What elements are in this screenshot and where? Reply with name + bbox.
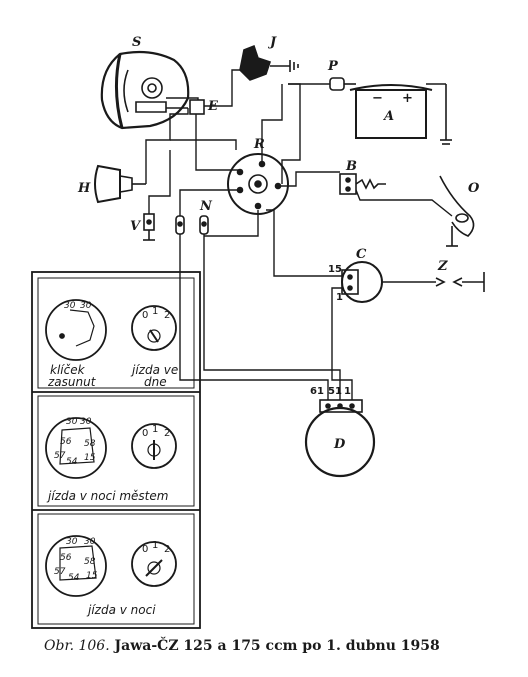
ignition-switch (227, 153, 289, 215)
p3-dial-58: 58 (84, 557, 96, 567)
p1-switch-2: 2 (164, 310, 170, 321)
figure-caption: Obr. 106. Jawa-ČZ 125 a 175 ccm po 1. du… (44, 638, 504, 654)
p2-switch-2: 2 (164, 428, 170, 439)
switch-panels (31, 271, 201, 629)
brake-switch (339, 173, 386, 195)
terminal-d-61: 61 (310, 386, 324, 397)
p3-switch-0: 0 (142, 544, 148, 555)
label-h: H (77, 181, 91, 196)
label-e: E (207, 99, 219, 114)
wires (145, 69, 453, 400)
rear-light (439, 175, 475, 247)
battery (349, 83, 452, 145)
label-v: V (130, 219, 142, 234)
label-d: D (333, 437, 346, 452)
terminal-c-1: 1 (336, 292, 343, 303)
junction-e (189, 99, 205, 115)
p1-dial-30b: 30 (80, 301, 92, 311)
p3-dial-54: 54 (68, 573, 80, 583)
p1-switch-1: 1 (152, 306, 158, 317)
label-r: R (253, 137, 265, 152)
terminal-d-51: 51 (328, 386, 342, 397)
label-a: A (382, 109, 394, 124)
p2-switch-0: 0 (142, 428, 148, 439)
terminal-d-1: 1 (344, 386, 351, 397)
p3-switch-2: 2 (164, 544, 170, 555)
p3-dial-30b: 30 (84, 537, 96, 547)
p2-dial-58: 58 (84, 439, 96, 449)
label-o: O (468, 181, 480, 196)
label-battery-plus: + (402, 91, 413, 106)
label-c: C (356, 247, 367, 262)
p2-dial-57: 57 (54, 451, 66, 461)
p3-switch-1: 1 (152, 540, 158, 551)
indicator-lamps (175, 215, 209, 235)
p2-dial-30a: 30 (66, 417, 78, 427)
label-n: N (199, 199, 213, 214)
p3-dial-57: 57 (54, 567, 66, 577)
label-s: S (132, 35, 141, 50)
p3-dial-15: 15 (86, 571, 98, 581)
dynamo (304, 399, 376, 478)
p1-switch-0: 0 (142, 310, 148, 321)
horn (94, 164, 146, 204)
label-j: J (267, 35, 277, 50)
neutral-indicator (143, 213, 155, 241)
terminal-c-15: 15 (328, 264, 342, 275)
p1-right-caption-line2: dne (144, 375, 167, 389)
p1-left-caption-line1: klíček (50, 363, 86, 377)
p1-dial-30a: 30 (64, 301, 76, 311)
p1-right-caption-line1: jízda ve (130, 363, 178, 377)
headlamp (100, 50, 190, 130)
p2-dial-56: 56 (60, 437, 72, 447)
horn-button (239, 44, 299, 81)
p2-dial-30b: 30 (80, 417, 92, 427)
label-z: Z (437, 259, 448, 274)
p2-caption: jízda v noci městem (46, 489, 168, 503)
p3-dial-30a: 30 (66, 537, 78, 547)
caption-text: Jawa-ČZ 125 a 175 ccm po 1. dubnu 1958 (109, 638, 440, 654)
p2-dial-54: 54 (66, 457, 78, 467)
caption-prefix: Obr. 106. (44, 638, 110, 654)
label-battery-minus: − (372, 91, 383, 106)
p2-switch-1: 1 (152, 424, 158, 435)
p1-left-caption-line2: zasunut (47, 375, 97, 389)
p3-dial-56: 56 (60, 553, 72, 563)
ignition-coil (341, 261, 485, 303)
label-p: P (327, 59, 339, 74)
p2-dial-15: 15 (84, 453, 96, 463)
p3-caption: jízda v noci (86, 603, 156, 617)
label-b: B (345, 159, 357, 174)
